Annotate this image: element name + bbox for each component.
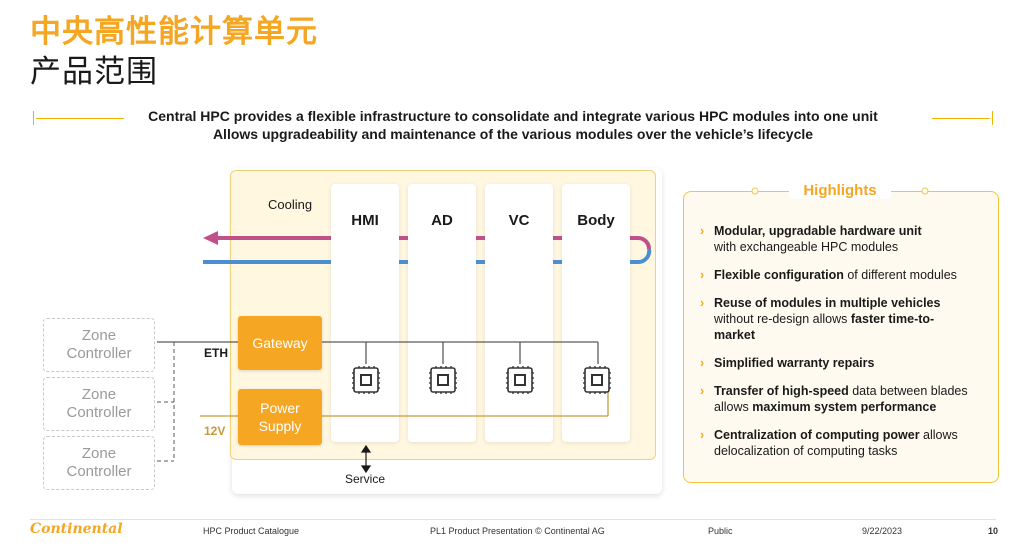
cooling-cold-line [203,248,652,265]
chevron-right-icon: › [700,428,705,442]
continental-logo: Continental [30,521,123,537]
cooling-hot-line [203,231,651,250]
chip-icon-ad [429,366,457,394]
highlights-title-deco [751,187,929,195]
eth-label: ETH [204,346,228,360]
footer-presentation: PL1 Product Presentation © Continental A… [430,526,605,536]
page-title: 中央高性能计算单元 [30,14,318,50]
power-12v-label: 12V [204,424,226,438]
footer-divider [30,519,996,520]
highlight-item: › Centralization of computing power allo… [700,428,958,458]
footer-date: 9/22/2023 [862,526,903,536]
arrow-left-icon [203,231,218,245]
banner-line-2: Allows upgradeability and maintenance of… [212,126,814,142]
cooling-label: Cooling [268,197,313,212]
banner-deco-left-tick [33,111,34,125]
module-column-hmi [331,184,399,442]
chevron-right-icon: › [700,356,705,370]
footer-classification: Public [708,526,733,536]
highlight-item: › Flexible configuration of different mo… [700,268,957,282]
module-label-ad: AD [431,212,453,229]
highlights-title: Highlights [683,182,997,199]
gateway-box: Gateway [238,316,322,370]
module-label-hmi: HMI [351,212,379,229]
module-column-vc [485,184,553,442]
service-label: Service [345,472,386,486]
chip-icon-vc [506,366,534,394]
highlight-item: › Transfer of high-speed data between bl… [700,384,968,414]
service-arrow-icon [360,444,372,474]
highlights-panel [683,191,999,483]
module-column-ad [408,184,476,442]
module-label-body: Body [577,212,615,229]
chip-icon-hmi [352,366,380,394]
gateway-label: Gateway [252,335,308,351]
footer-page-number: 10 [988,526,999,536]
chevron-right-icon: › [700,384,705,398]
banner-deco-right-line [932,118,990,119]
page-subtitle: 产品范围 [30,54,158,90]
banner-line-1: Central HPC provides a flexible infrastr… [148,108,878,124]
banner-deco-left-line [36,118,124,119]
chevron-right-icon: › [700,268,705,282]
chevron-right-icon: › [700,224,705,238]
banner-deco-right-tick [992,111,993,125]
zone-connectors [157,342,175,462]
eth-bus [157,341,599,364]
power-bus [200,392,609,417]
chip-icon-body [583,366,611,394]
module-column-body [562,184,630,442]
power-supply-box: Power Supply [238,389,322,445]
power-supply-label: Power Supply [258,400,302,434]
chevron-right-icon: › [700,296,705,310]
footer-catalogue: HPC Product Catalogue [203,526,300,536]
highlight-item: › Simplified warranty repairs [700,356,875,370]
module-label-vc: VC [508,212,530,229]
